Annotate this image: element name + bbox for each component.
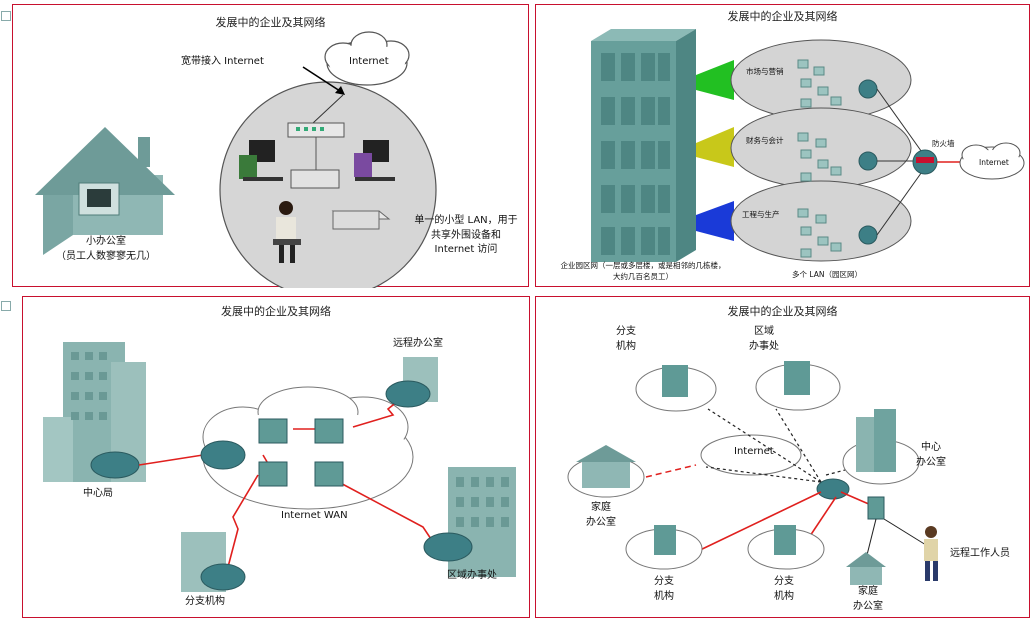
dept-marketing-label: 市场与营销	[746, 67, 784, 76]
region-building-icon	[784, 361, 810, 395]
internet-cloud-4	[700, 434, 802, 476]
hq-line1: 中心	[921, 442, 941, 453]
small-office-label: 小办公室 （员工人数寥寥无几）	[51, 235, 161, 264]
branch-top-line1: 分支	[616, 326, 636, 337]
home-left-label: 家庭 办公室	[576, 501, 626, 530]
internet-label-2: Internet	[979, 158, 1009, 167]
panel4-graphic	[567, 361, 938, 585]
beam-yellow	[696, 127, 734, 167]
lan-router-3	[858, 225, 878, 245]
branch-b1-line1: 分支	[654, 576, 674, 587]
modem-icon	[287, 122, 345, 138]
branch-top-building-icon	[662, 365, 688, 397]
beam-green	[696, 60, 734, 100]
panel-wan: 发展中的企业及其网络 远程办公室 中心局 Internet WAN 分支机构 区…	[22, 296, 530, 618]
lan-desc-line1: 单一的小型 LAN，用于	[414, 215, 518, 226]
wan-edge-router-icon	[200, 440, 246, 470]
lan-hosts	[797, 59, 842, 258]
region-line1: 区域	[754, 326, 774, 337]
branch-b2-line1: 分支	[774, 576, 794, 587]
lan-desc-line3: Internet 访问	[434, 244, 498, 255]
internet-cloud-label: Internet	[349, 56, 389, 67]
vpn-gateway-icon	[867, 496, 885, 520]
lan-router-1	[858, 79, 878, 99]
house-icon	[35, 127, 175, 255]
branch-top-line2: 机构	[616, 340, 636, 352]
bullet-bottom	[1, 301, 11, 311]
home-left-icon	[576, 445, 636, 488]
home-bottom-label: 家庭 办公室	[840, 585, 896, 614]
panel2-title: 发展中的企业及其网络	[727, 10, 838, 23]
campus-description: 企业园区网（一层或多层楼，或是相邻的几栋楼， 大约几百名员工）	[538, 261, 748, 283]
workstation-right-icon	[354, 140, 395, 181]
firewall-icon	[916, 157, 934, 163]
remote-office-router-icon	[385, 380, 431, 408]
workstation-left-icon	[239, 140, 283, 181]
panel1-graphic	[35, 31, 437, 288]
branch-b1-line2: 机构	[654, 590, 674, 602]
panel-small-office: 发展中的企业及其网络 Internet 宽带接入 Internet 小办公室 （…	[12, 4, 531, 288]
panel2-graphic	[591, 29, 1025, 262]
panel3-title: 发展中的企业及其网络	[221, 305, 331, 318]
remote-office-label: 远程办公室	[393, 338, 443, 349]
teleworker-icon	[924, 526, 938, 581]
branch-b2-building-icon	[774, 525, 796, 555]
beam-blue	[696, 201, 734, 241]
region-line2: 办事处	[749, 340, 779, 352]
campus-building-icon	[591, 29, 696, 262]
branch-label: 分支机构	[185, 596, 225, 607]
hq-line2: 办公室	[916, 456, 946, 468]
firewall-label: 防火墙	[932, 139, 955, 148]
multi-lan-label: 多个 LAN（园区网）	[792, 270, 862, 279]
hq-building-icon	[856, 409, 896, 472]
printer-icon	[331, 210, 391, 230]
small-office-line1: 小办公室	[86, 236, 126, 247]
home-bottom-line1: 家庭	[858, 586, 878, 597]
lan-desc-line2: 共享外围设备和	[431, 229, 501, 241]
branch-b1-label: 分支 机构	[644, 575, 684, 604]
bullet-top	[1, 11, 11, 21]
home-bottom-icon	[846, 552, 886, 585]
central-office-label: 中心局	[83, 488, 113, 499]
wan-label: Internet WAN	[281, 510, 348, 521]
broadband-label: 宽带接入 Internet	[181, 56, 264, 67]
hq-label: 中心 办公室	[906, 441, 956, 470]
lan-description: 单一的小型 LAN，用于 共享外围设备和 Internet 访问	[401, 214, 531, 258]
dept-engineering-label: 工程与生产	[742, 210, 780, 219]
internet-label-4: Internet	[734, 446, 774, 457]
home-left-line2: 办公室	[586, 516, 616, 528]
broadband-arrow	[302, 66, 344, 94]
panel1-title: 发展中的企业及其网络	[215, 16, 326, 29]
home-left-line1: 家庭	[591, 502, 611, 513]
region-office-label: 区域 办事处	[742, 325, 786, 354]
regional-office-label: 区域办事处	[447, 570, 497, 581]
panel4-title: 发展中的企业及其网络	[727, 305, 838, 318]
regional-office-building-icon	[448, 467, 516, 577]
campus-desc-line1: 企业园区网（一层或多层楼，或是相邻的几栋楼，	[560, 261, 726, 270]
wan-switches	[258, 418, 344, 487]
panel3-graphic	[43, 342, 516, 592]
branch-b2-label: 分支 机构	[764, 575, 804, 604]
regional-router-icon	[423, 532, 473, 562]
branch-router-icon	[200, 563, 246, 591]
panel-internet-enterprise: 发展中的企业及其网络 分支 机构 区域 办事处 Internet 中心 办公室 …	[535, 296, 1030, 618]
campus-desc-line2: 大约几百名员工）	[613, 271, 673, 281]
lan-router-2	[858, 151, 878, 171]
branch-b1-building-icon	[654, 525, 676, 555]
central-router-icon	[90, 451, 140, 479]
panel-campus: 发展中的企业及其网络 市场与营销 财务与会计 工程与生产 防火墙 Interne…	[535, 4, 1030, 287]
branch-top-label: 分支 机构	[606, 325, 646, 354]
dept-finance-label: 财务与会计	[746, 136, 784, 145]
lan-ellipse-2	[730, 107, 912, 189]
small-office-line2: （员工人数寥寥无几）	[56, 250, 156, 262]
hq-router-icon	[816, 478, 850, 500]
person-icon	[273, 201, 301, 263]
switch-icon	[290, 169, 340, 189]
teleworker-label: 远程工作人员	[950, 548, 1010, 559]
branch-b2-line2: 机构	[774, 590, 794, 602]
home-bottom-line2: 办公室	[853, 600, 883, 612]
